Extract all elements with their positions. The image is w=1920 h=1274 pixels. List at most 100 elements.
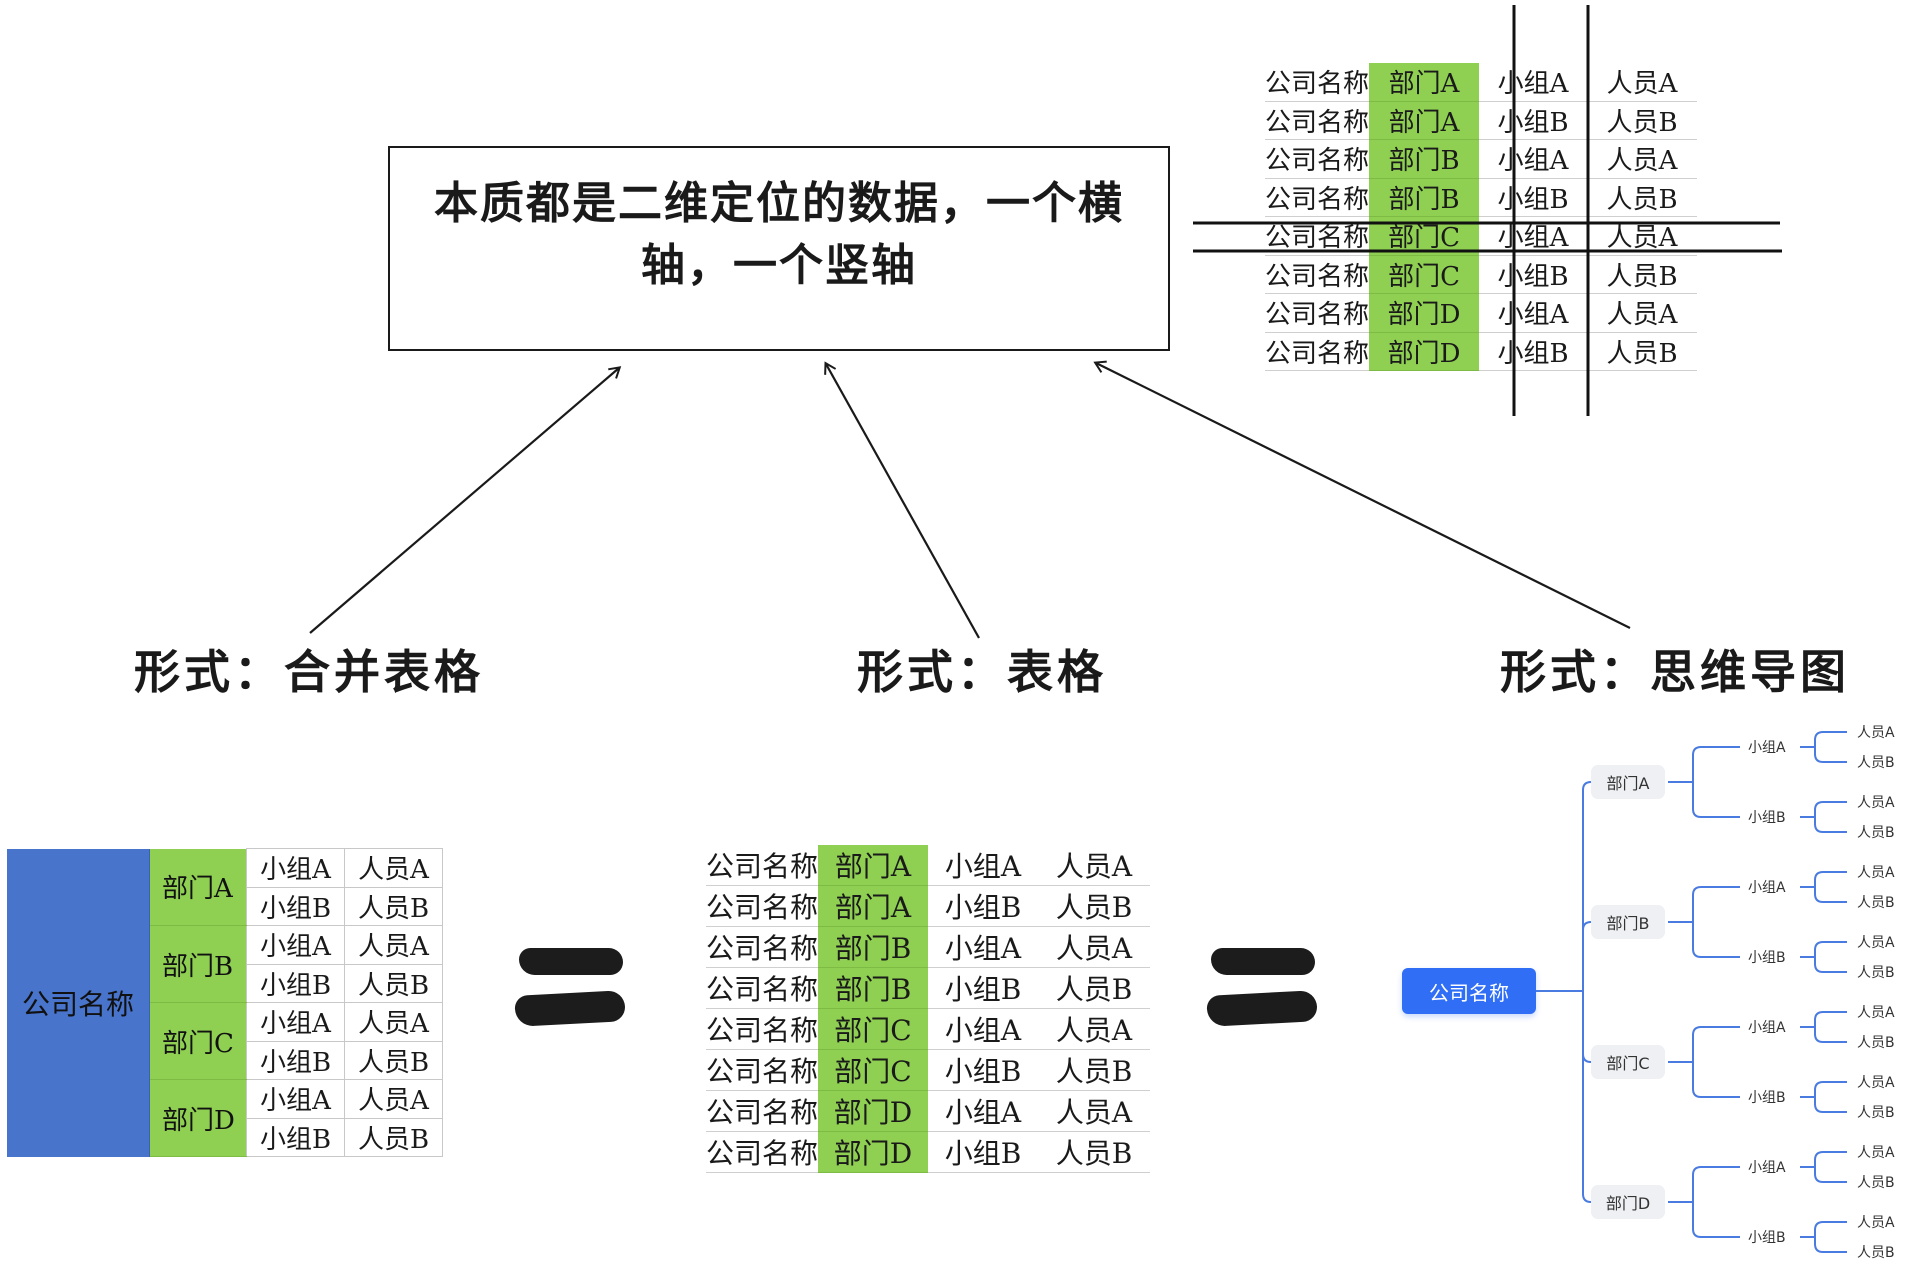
company-cell[interactable]: 公司名称 <box>1265 255 1370 294</box>
mindmap-person-node[interactable]: 人员B <box>1857 1175 1895 1191</box>
company-cell[interactable]: 公司名称 <box>1265 139 1370 179</box>
dept-cell[interactable]: 部门B <box>1369 178 1480 217</box>
group-cell[interactable]: 小组A <box>246 925 345 965</box>
person-cell[interactable]: 人员B <box>1587 178 1698 217</box>
person-cell[interactable]: 人员B <box>1038 1131 1151 1173</box>
mindmap-person-node[interactable]: 人员B <box>1857 825 1895 841</box>
person-cell[interactable]: 人员A <box>1038 926 1151 968</box>
dept-cell[interactable]: 部门B <box>818 926 929 968</box>
person-cell[interactable]: 人员A <box>1038 845 1151 886</box>
dept-cell[interactable]: 部门C <box>1369 255 1480 294</box>
mindmap-dept-node[interactable]: 部门C <box>1591 1045 1665 1079</box>
company-cell[interactable]: 公司名称 <box>1265 101 1370 140</box>
person-cell[interactable]: 人员A <box>1587 216 1698 256</box>
dept-cell[interactable]: 部门D <box>1369 332 1480 371</box>
person-cell[interactable]: 人员B <box>344 1117 443 1157</box>
group-cell[interactable]: 小组B <box>928 885 1039 927</box>
mindmap-person-node[interactable]: 人员B <box>1857 755 1895 771</box>
person-cell[interactable]: 人员A <box>344 848 443 888</box>
group-cell[interactable]: 小组B <box>928 1131 1039 1173</box>
mindmap-group-node[interactable]: 小组A <box>1748 1160 1786 1176</box>
mindmap-group-node[interactable]: 小组B <box>1748 810 1786 826</box>
dept-cell[interactable]: 部门B <box>149 925 247 1003</box>
dept-cell[interactable]: 部门D <box>1369 293 1480 333</box>
group-cell[interactable]: 小组A <box>928 1090 1039 1132</box>
group-cell[interactable]: 小组A <box>246 848 345 888</box>
group-cell[interactable]: 小组A <box>246 1079 345 1119</box>
person-cell[interactable]: 人员B <box>1038 885 1151 927</box>
group-cell[interactable]: 小组A <box>928 845 1039 886</box>
mindmap-person-node[interactable]: 人员B <box>1857 1245 1895 1261</box>
company-cell[interactable]: 公司名称 <box>706 885 819 927</box>
group-cell[interactable]: 小组A <box>1479 216 1588 256</box>
person-cell[interactable]: 人员B <box>1587 332 1698 371</box>
person-cell[interactable]: 人员A <box>344 1002 443 1042</box>
person-cell[interactable]: 人员A <box>1038 1008 1151 1050</box>
group-cell[interactable]: 小组B <box>246 1117 345 1157</box>
person-cell[interactable]: 人员A <box>1038 1090 1151 1132</box>
mindmap-person-node[interactable]: 人员B <box>1857 1035 1895 1051</box>
company-cell[interactable]: 公司名称 <box>706 1090 819 1132</box>
mindmap-group-node[interactable]: 小组A <box>1748 1020 1786 1036</box>
group-cell[interactable]: 小组B <box>928 967 1039 1009</box>
group-cell[interactable]: 小组B <box>246 1040 345 1080</box>
company-cell[interactable]: 公司名称 <box>706 845 819 886</box>
company-cell[interactable]: 公司名称 <box>7 848 150 1157</box>
dept-cell[interactable]: 部门D <box>818 1090 929 1132</box>
mindmap-person-node[interactable]: 人员A <box>1857 1215 1895 1231</box>
group-cell[interactable]: 小组B <box>1479 101 1588 140</box>
group-cell[interactable]: 小组B <box>928 1049 1039 1091</box>
mindmap-person-node[interactable]: 人员A <box>1857 795 1895 811</box>
mindmap-person-node[interactable]: 人员B <box>1857 895 1895 911</box>
dept-cell[interactable]: 部门C <box>818 1049 929 1091</box>
person-cell[interactable]: 人员B <box>344 886 443 926</box>
dept-cell[interactable]: 部门C <box>1369 216 1480 256</box>
person-cell[interactable]: 人员B <box>1587 101 1698 140</box>
mindmap-person-node[interactable]: 人员A <box>1857 1005 1895 1021</box>
mindmap-dept-node[interactable]: 部门D <box>1591 1185 1665 1219</box>
dept-cell[interactable]: 部门C <box>818 1008 929 1050</box>
dept-cell[interactable]: 部门B <box>1369 139 1480 179</box>
dept-cell[interactable]: 部门D <box>149 1079 247 1157</box>
mindmap-group-node[interactable]: 小组A <box>1748 880 1786 896</box>
group-cell[interactable]: 小组B <box>1479 178 1588 217</box>
company-cell[interactable]: 公司名称 <box>1265 63 1370 102</box>
person-cell[interactable]: 人员A <box>1587 293 1698 333</box>
person-cell[interactable]: 人员B <box>1038 967 1151 1009</box>
person-cell[interactable]: 人员B <box>344 1040 443 1080</box>
mindmap-person-node[interactable]: 人员A <box>1857 725 1895 741</box>
company-cell[interactable]: 公司名称 <box>1265 293 1370 333</box>
group-cell[interactable]: 小组A <box>928 926 1039 968</box>
group-cell[interactable]: 小组A <box>246 1002 345 1042</box>
group-cell[interactable]: 小组A <box>1479 63 1588 102</box>
person-cell[interactable]: 人员B <box>1038 1049 1151 1091</box>
company-cell[interactable]: 公司名称 <box>706 1008 819 1050</box>
group-cell[interactable]: 小组B <box>246 886 345 926</box>
company-cell[interactable]: 公司名称 <box>1265 216 1370 256</box>
dept-cell[interactable]: 部门B <box>818 967 929 1009</box>
company-cell[interactable]: 公司名称 <box>706 967 819 1009</box>
company-cell[interactable]: 公司名称 <box>1265 178 1370 217</box>
dept-cell[interactable]: 部门A <box>818 845 929 886</box>
mindmap-group-node[interactable]: 小组B <box>1748 1090 1786 1106</box>
group-cell[interactable]: 小组A <box>1479 293 1588 333</box>
mindmap-person-node[interactable]: 人员B <box>1857 1105 1895 1121</box>
mindmap-dept-node[interactable]: 部门B <box>1591 905 1665 939</box>
mindmap-person-node[interactable]: 人员A <box>1857 935 1895 951</box>
mindmap-person-node[interactable]: 人员A <box>1857 865 1895 881</box>
dept-cell[interactable]: 部门D <box>818 1131 929 1173</box>
company-cell[interactable]: 公司名称 <box>1265 332 1370 371</box>
mindmap-person-node[interactable]: 人员B <box>1857 965 1895 981</box>
group-cell[interactable]: 小组B <box>1479 332 1588 371</box>
mindmap-person-node[interactable]: 人员A <box>1857 1075 1895 1091</box>
person-cell[interactable]: 人员A <box>1587 63 1698 102</box>
dept-cell[interactable]: 部门A <box>149 848 247 926</box>
person-cell[interactable]: 人员A <box>1587 139 1698 179</box>
group-cell[interactable]: 小组A <box>928 1008 1039 1050</box>
group-cell[interactable]: 小组B <box>1479 255 1588 294</box>
person-cell[interactable]: 人员B <box>344 963 443 1003</box>
mindmap-dept-node[interactable]: 部门A <box>1591 765 1665 799</box>
mindmap-group-node[interactable]: 小组A <box>1748 740 1786 756</box>
group-cell[interactable]: 小组A <box>1479 139 1588 179</box>
mindmap-root-node[interactable]: 公司名称 <box>1402 968 1536 1014</box>
